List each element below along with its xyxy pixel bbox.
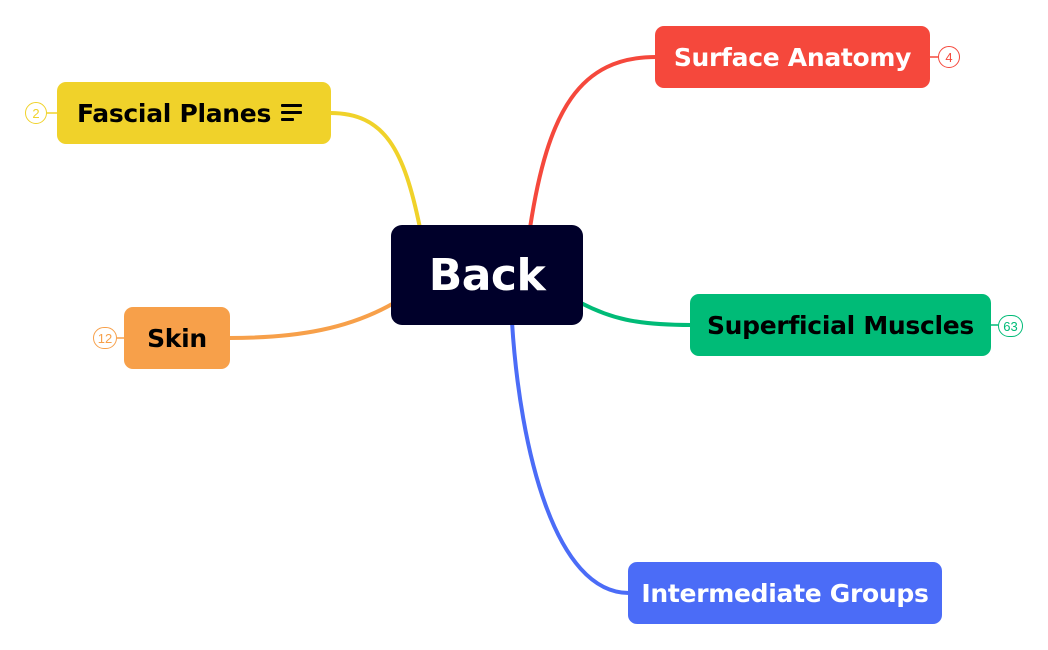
topic-label: Superficial Muscles — [706, 310, 975, 340]
connector-skin — [227, 301, 396, 340]
connector-interm — [510, 320, 631, 595]
connector-surface — [528, 55, 658, 230]
collapsed-count-badge-superficial[interactable]: 63 — [998, 315, 1023, 337]
collapsed-count-badge-skin[interactable]: 12 — [93, 327, 117, 349]
connector-fascial — [328, 111, 422, 230]
topic-superficial-muscles[interactable]: Superficial Muscles — [690, 294, 991, 356]
topic-label: Surface Anatomy — [673, 42, 912, 72]
collapsed-count-badge-fascial[interactable]: 2 — [25, 102, 47, 124]
collapsed-count-badge-surface[interactable]: 4 — [938, 46, 960, 68]
topic-fascial-planes[interactable]: Fascial Planes — [57, 82, 331, 144]
topic-label: Skin — [147, 323, 207, 353]
topic-label: Fascial Planes — [76, 98, 272, 128]
topic-surface-anatomy[interactable]: Surface Anatomy — [655, 26, 930, 88]
notes-lines-icon[interactable] — [281, 102, 303, 122]
connector-superfic — [579, 301, 693, 327]
topic-label: Intermediate Groups — [641, 578, 929, 608]
root-topic-back[interactable]: Back — [391, 225, 583, 325]
topic-skin[interactable]: Skin — [124, 307, 230, 369]
topic-intermediate-groups[interactable]: Intermediate Groups — [628, 562, 942, 624]
